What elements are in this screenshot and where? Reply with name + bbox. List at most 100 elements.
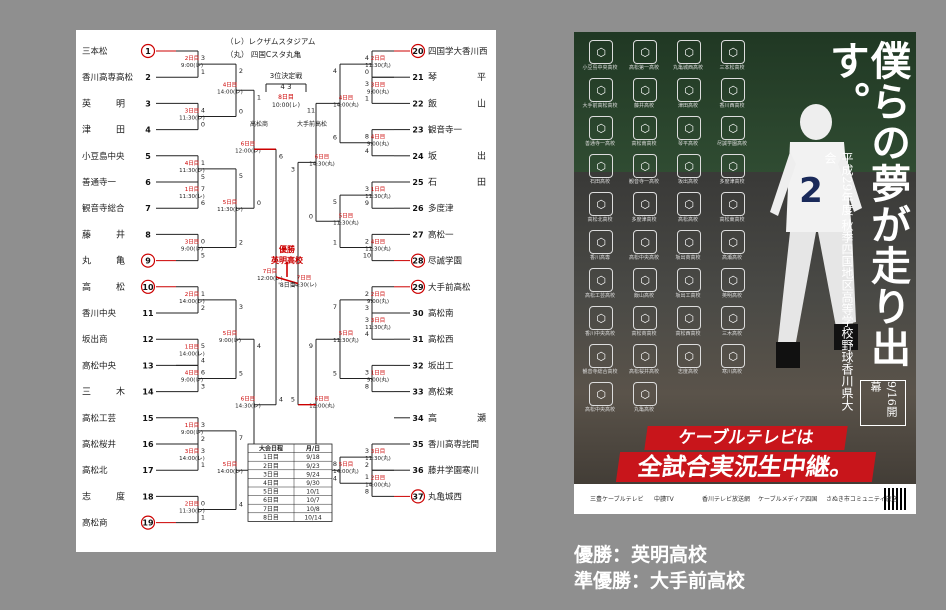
left-r1-game-day: 3日目	[185, 108, 200, 115]
school-emblem: ⬡石田高校	[580, 154, 620, 192]
school-crest-icon: ⬡	[589, 154, 613, 178]
left-r1-game-score-bottom: 4	[201, 356, 205, 364]
right-r2-game-time: 14:00(丸)	[333, 100, 359, 108]
school-emblem: ⬡大手前高松高校	[580, 78, 620, 116]
champion-team: 英明高校	[270, 255, 304, 265]
team-number-left: 16	[142, 440, 154, 449]
left-r1-game-score-top: 3	[201, 421, 205, 429]
school-emblem: ⬡寒川高校	[712, 344, 752, 382]
banner-main: 全試合実況生中継。	[615, 452, 877, 482]
left-r1-game-time: 11:30(レ)	[179, 509, 205, 515]
left-r2-game-day: 5日目	[223, 199, 238, 206]
left-r1-game-score-top: 0	[201, 237, 205, 245]
team-name-right: 瀬	[477, 412, 486, 424]
team-number-right: 36	[412, 466, 424, 475]
schedule-cell: 10/1	[306, 489, 320, 496]
schedule-cell: 3日目	[263, 471, 279, 478]
team-name-right: 高松南	[428, 308, 454, 319]
school-name: 高松商高校	[631, 331, 657, 337]
schedule-cell: 月/日	[305, 445, 320, 453]
school-emblem: ⬡丸亀城西高校	[668, 40, 708, 78]
right-r2-game-score-top: 8	[333, 460, 337, 468]
right-r1-game-score-bottom: 9	[365, 199, 369, 207]
team-name-left: 高松工芸	[82, 413, 117, 424]
tournament-poster: ⬡小豆島中央高校⬡高松第一高校⬡丸亀城西高校⬡三本松高校⬡大手前高松高校⬡藤井高…	[574, 32, 916, 514]
team-name-left: 高松商	[82, 518, 108, 529]
team-number-right: 23	[412, 126, 423, 135]
school-crest-icon: ⬡	[721, 306, 745, 330]
schedule-cell: 9/18	[306, 454, 320, 461]
team-name-left: 丸	[82, 255, 91, 267]
right-r1-game-score-bottom: 3	[365, 304, 369, 312]
school-name: 香川高専	[589, 255, 610, 261]
school-crest-icon: ⬡	[589, 40, 613, 64]
schedule-cell: 4日目	[263, 480, 279, 487]
right-semifinal-score-bottom: 5	[291, 396, 295, 404]
team-number-right: 20	[412, 47, 424, 56]
right-semifinal-day: 7日目	[297, 275, 312, 282]
team-name-right: 高	[428, 412, 437, 424]
team-name-left: 井	[116, 228, 125, 240]
team-number-left: 4	[145, 126, 151, 135]
team-number-left: 9	[145, 257, 151, 266]
right-r1-game-score-bottom: 8	[365, 383, 369, 391]
team-number-left: 18	[142, 492, 154, 501]
team-name-left: 小豆島中央	[82, 151, 125, 162]
sponsor-logo: さぬき市コミュニティ放送	[826, 496, 898, 503]
left-r1-game-time: 11:30(レ)	[179, 194, 205, 200]
school-name: 丸亀高校	[633, 407, 654, 413]
team-name-right: 観音寺一	[428, 125, 463, 136]
right-r1-game-time: 9:00(丸)	[367, 87, 389, 95]
school-crest-icon: ⬡	[589, 344, 613, 368]
school-emblem: ⬡高松中央高校	[580, 382, 620, 420]
school-name: 飯山高校	[633, 293, 654, 299]
open-date-badge: 9/16開幕	[860, 380, 906, 426]
school-name: 津田高校	[677, 103, 698, 109]
left-r2-game-score-top: 2	[239, 67, 243, 75]
schedule-cell: 8日目	[263, 514, 279, 521]
right-semifinal-score-top: 3	[291, 165, 295, 173]
school-crest-icon: ⬡	[633, 268, 657, 292]
venue-label-maru: （丸） 四国Cスタ丸亀	[226, 49, 302, 59]
right-r2-game-score-bottom: 4	[333, 474, 337, 482]
school-emblem: ⬡三木高校	[712, 306, 752, 344]
schedule-cell: 5日目	[263, 489, 279, 496]
right-r1-game-score-top: 4	[365, 54, 369, 62]
left-r1-game-score-top: 3	[201, 447, 205, 455]
school-crest-icon: ⬡	[677, 192, 701, 216]
semifinal-team-left: 高松商	[250, 120, 268, 128]
right-r1-game-day: 2日目	[371, 291, 386, 298]
team-number-right: 22	[412, 99, 423, 108]
right-r1-game-score-top: 3	[365, 447, 369, 455]
right-r1-game-day: 3日目	[371, 81, 386, 88]
sponsor-logo: 香川テレビ放送網	[702, 496, 751, 503]
school-name: 坂出工高校	[675, 293, 701, 299]
left-semifinal-score-bottom: 4	[279, 396, 283, 404]
right-r1-game-score-top: 3	[365, 185, 369, 193]
right-r1-game-score-bottom: 1	[365, 94, 369, 102]
runner-up-text: 準優勝：大手前高校	[574, 570, 746, 592]
team-number-left: 7	[145, 204, 151, 213]
school-crest-icon: ⬡	[677, 78, 701, 102]
school-emblem: ⬡津田高校	[668, 78, 708, 116]
school-emblem: ⬡高瀬高校	[712, 230, 752, 268]
left-r1-game-day: 1日目	[185, 186, 200, 193]
schedule-cell: 9/23	[306, 463, 320, 470]
schedule-cell: 大会日程	[259, 445, 283, 453]
left-r1-game-day: 3日目	[185, 239, 200, 246]
school-crest-icon: ⬡	[589, 192, 613, 216]
right-r1-game-time: 9:00(丸)	[367, 297, 389, 305]
team-name-right: 山	[477, 98, 486, 109]
team-seed-circle	[140, 253, 156, 268]
left-r3-game-score-top: 4	[257, 342, 261, 350]
left-r1-game-time: 9:00(レ)	[181, 247, 203, 253]
right-r1-game-score-bottom: 4	[365, 147, 369, 155]
school-crest-icon: ⬡	[589, 230, 613, 254]
school-emblem: ⬡高松工芸高校	[580, 268, 620, 306]
left-r2-game-day: 4日目	[223, 81, 238, 88]
right-r2-game-day: 5日目	[339, 212, 354, 219]
schedule-cell: 1日目	[263, 454, 279, 461]
left-r1-game-score-top: 1	[201, 290, 205, 298]
school-emblem: ⬡丸亀高校	[624, 382, 664, 420]
left-r2-game-score-bottom: 2	[239, 239, 243, 247]
